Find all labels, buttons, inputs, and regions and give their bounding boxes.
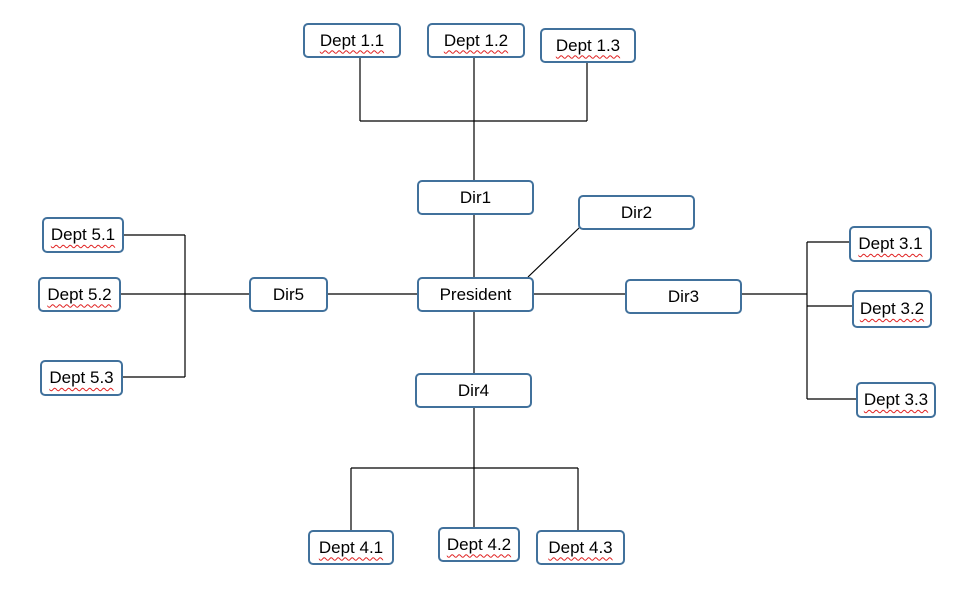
node-dir3: Dir3 xyxy=(625,279,742,314)
node-president: President xyxy=(417,277,534,312)
node-dept-4-2: Dept 4.2 xyxy=(438,527,520,562)
node-label: Dir3 xyxy=(667,286,700,306)
node-label: Dept 4.3 xyxy=(548,537,613,557)
node-dept-3-2: Dept 3.2 xyxy=(852,290,932,328)
line-president-dir2 xyxy=(527,227,580,278)
node-dept-3-3: Dept 3.3 xyxy=(856,382,936,418)
node-label: Dir2 xyxy=(620,202,653,222)
node-label: Dir4 xyxy=(457,380,490,400)
node-label: Dept 3.3 xyxy=(863,390,929,409)
node-dept-3-1: Dept 3.1 xyxy=(849,226,932,262)
node-dept-1-2: Dept 1.2 xyxy=(427,23,525,58)
node-label: Dept 1.1 xyxy=(319,30,385,50)
node-label: Dept 5.3 xyxy=(49,368,114,387)
node-label: President xyxy=(439,284,512,304)
node-label: Dept 3.2 xyxy=(859,299,925,318)
node-dept-5-2: Dept 5.2 xyxy=(38,277,121,312)
node-dept-5-1: Dept 5.1 xyxy=(42,217,124,253)
node-dept-4-1: Dept 4.1 xyxy=(308,530,394,565)
node-dir2: Dir2 xyxy=(578,195,695,230)
node-dept-1-1: Dept 1.1 xyxy=(303,23,401,58)
node-dept-1-3: Dept 1.3 xyxy=(540,28,636,63)
node-dept-4-3: Dept 4.3 xyxy=(536,530,625,565)
node-label: Dept 4.2 xyxy=(446,534,512,554)
node-dir1: Dir1 xyxy=(417,180,534,215)
node-label: Dir5 xyxy=(272,284,305,304)
node-label: Dir1 xyxy=(459,187,492,207)
node-dept-5-3: Dept 5.3 xyxy=(40,360,123,396)
node-label: Dept 5.2 xyxy=(47,284,112,304)
node-dir5: Dir5 xyxy=(249,277,328,312)
node-label: Dept 3.1 xyxy=(858,234,923,253)
node-label: Dept 5.1 xyxy=(50,225,116,244)
node-dir4: Dir4 xyxy=(415,373,532,408)
node-label: Dept 1.3 xyxy=(555,35,621,55)
node-label: Dept 1.2 xyxy=(443,30,509,50)
node-label: Dept 4.1 xyxy=(318,537,384,557)
